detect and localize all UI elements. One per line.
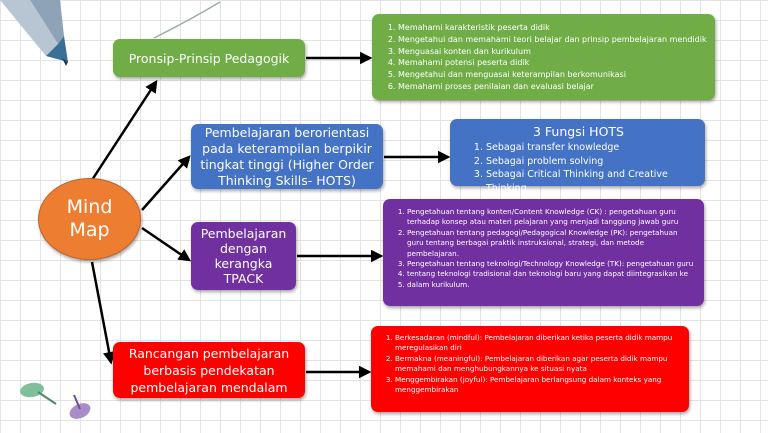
list-item: Mengetahui dan menguasai keterampilan be…: [398, 69, 707, 81]
branch-tpack: Pembelajaran dengan kerangka TPACK: [191, 222, 296, 290]
list-item: Menguasai konten dan kurikulum: [398, 46, 707, 58]
pushpin-purple-icon: [69, 394, 91, 419]
list-item: Memahami karakteristik peserta didik: [398, 22, 707, 34]
detail-rancangan-list: Berkesadaran (mindful): Pembelajaran dib…: [377, 333, 681, 395]
branch-rancangan: Rancangan pembelajaran berbasis pendekat…: [113, 342, 305, 398]
branch-tpack-title: Pembelajaran dengan kerangka TPACK: [200, 226, 287, 286]
branch-hots: Pembelajaran berorientasi pada keterampi…: [191, 124, 383, 189]
list-item: Sebagai problem solving: [486, 155, 697, 169]
center-label-line2: Map: [69, 219, 110, 241]
branch-hots-title: Pembelajaran berorientasi pada keterampi…: [200, 124, 374, 188]
pushpin-green-icon: [20, 382, 57, 405]
detail-rancangan: Berkesadaran (mindful): Pembelajaran dib…: [371, 326, 689, 412]
list-item: Pengetahuan tentang pedagogi/Pedagogical…: [407, 228, 696, 259]
branch-pedagogik-title: Pronsip-Prinsip Pedagogik: [128, 50, 290, 66]
branch-rancangan-title: Rancangan pembelajaran berbasis pendekat…: [128, 345, 290, 395]
list-item: Pengetahuan tentang teknologi/Technology…: [407, 259, 696, 269]
detail-hots-list: Sebagai transfer knowledge Sebagai probl…: [460, 141, 697, 195]
list-item: Mengetahui dan memahami teori belajar da…: [398, 34, 707, 46]
list-item: Pengetahuan tentang konten/Content Knowl…: [407, 207, 696, 228]
decor-line: [153, 1, 221, 39]
list-item: Memahami potensi peserta didik: [398, 57, 707, 69]
list-item: Sebagai transfer knowledge: [486, 141, 697, 155]
detail-tpack-list: Pengetahuan tentang konten/Content Knowl…: [389, 207, 696, 290]
detail-pedagogik: Memahami karakteristik peserta didik Men…: [372, 14, 715, 100]
list-item: Menggembirakan (joyful): Pembelajaran be…: [395, 375, 681, 396]
list-item: Sebagai Critical Thinking and Creative T…: [486, 168, 697, 195]
mind-map-center-node: Mind Map: [38, 178, 141, 260]
detail-tpack: Pengetahuan tentang konten/Content Knowl…: [383, 199, 704, 306]
pencil-icon: [0, 0, 68, 66]
detail-pedagogik-list: Memahami karakteristik peserta didik Men…: [380, 22, 707, 93]
list-item: Bermakna (meaningful): Pembelajaran dibe…: [395, 354, 681, 375]
list-item: dalam kurikulum.: [407, 280, 696, 290]
center-label-line1: Mind: [66, 196, 113, 218]
list-item: tentang teknologi tradisional dan teknol…: [407, 269, 696, 279]
list-item: Memahami proses penilaian dan evaluasi b…: [398, 81, 707, 93]
branch-pedagogik: Pronsip-Prinsip Pedagogik: [113, 39, 305, 77]
detail-hots: 3 Fungsi HOTS Sebagai transfer knowledge…: [450, 119, 705, 194]
detail-hots-title: 3 Fungsi HOTS: [533, 124, 624, 139]
list-item: Berkesadaran (mindful): Pembelajaran dib…: [395, 333, 681, 354]
